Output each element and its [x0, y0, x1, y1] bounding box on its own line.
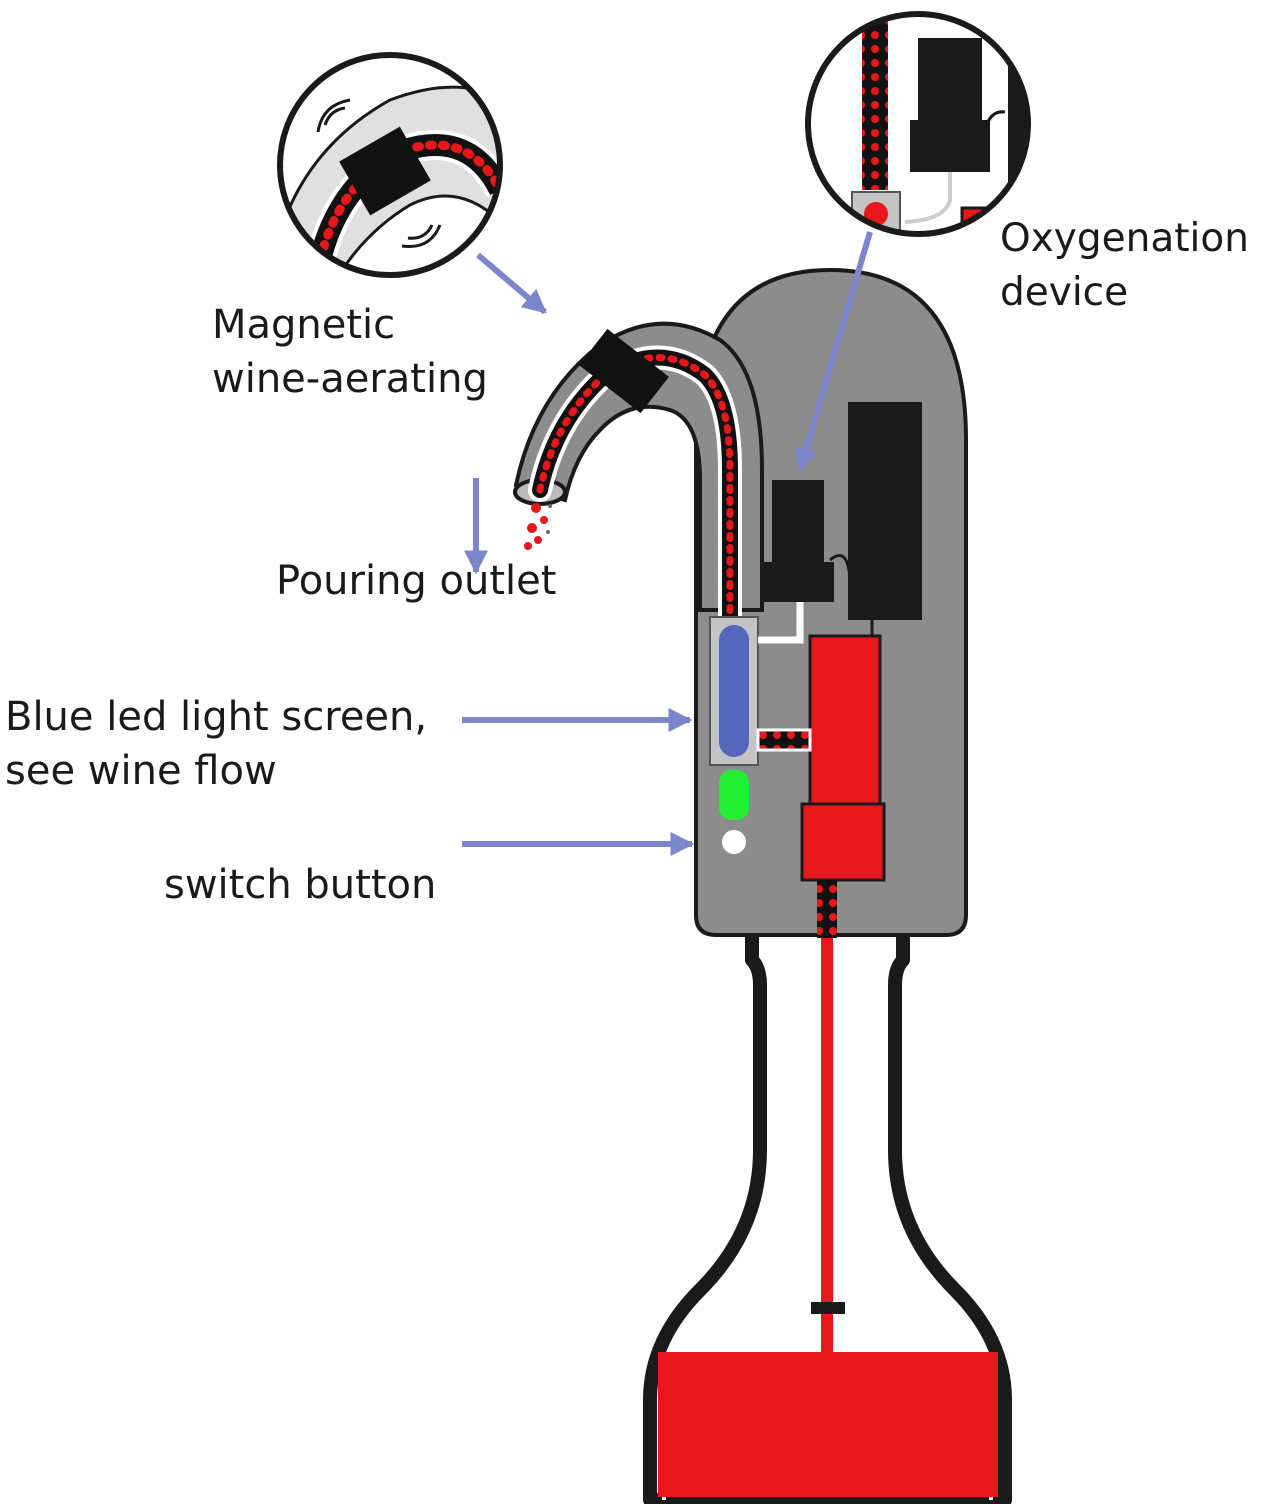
aerator-body: [513, 267, 968, 938]
wine-pump: [800, 802, 886, 882]
wine-bottle: [643, 935, 1012, 1504]
magnet-band: [579, 328, 669, 414]
wine-drops: [524, 503, 552, 550]
label-pouring-line: Pouring outlet: [276, 558, 557, 604]
arrow-oxygenation: [794, 231, 873, 473]
blue-led-light-screen: [719, 625, 749, 757]
label-blue-led-line2: see wine flow: [5, 748, 277, 794]
callout-arrows: [462, 231, 873, 856]
battery-block: [848, 402, 922, 620]
magnetic-inset: [277, 52, 503, 278]
inset-pump-wire: [983, 110, 1006, 131]
arrow-magnetic: [476, 252, 547, 315]
inset-column-frame: [888, 14, 894, 190]
connector-channel: [756, 728, 812, 752]
label-oxygenation-line2: device: [1000, 270, 1129, 315]
label-oxygenation-device: Oxygenation device: [1000, 212, 1249, 320]
wine-in-bottle: [658, 1352, 998, 1497]
label-switch-line: switch button: [164, 862, 437, 908]
tube-stopper: [811, 1302, 845, 1314]
label-blue-led-screen: Blue led light screen, see wine flow: [5, 690, 427, 798]
switch-button[interactable]: [722, 830, 746, 854]
label-oxygenation-line1: Oxygenation: [1000, 216, 1249, 261]
inset-wine-column: [862, 14, 888, 190]
label-blue-led-line1: Blue led light screen,: [5, 694, 428, 740]
label-switch-button: switch button: [164, 858, 436, 912]
inset-pump-base: [910, 120, 990, 172]
oxygenation-pump-base: [762, 562, 834, 602]
label-pouring-outlet: Pouring outlet: [276, 554, 556, 608]
inset-pump-top: [918, 38, 982, 128]
label-magnetic-line2: wine-aerating: [212, 356, 488, 402]
air-line: [758, 602, 804, 644]
inset-air-line: [904, 172, 952, 224]
inset-magnet-band: [339, 126, 431, 216]
green-led-indicator: [719, 770, 749, 820]
label-magnetic-wine-aerating: Magnetic wine-aerating: [212, 298, 488, 406]
magnetic-wave-icon: [316, 98, 442, 249]
suction-tube: [821, 935, 833, 1355]
intake-channel: [817, 880, 837, 938]
label-magnetic-line1: Magnetic: [212, 302, 396, 348]
oxygenation-pump-top: [772, 480, 824, 570]
spout-wine-beads: [536, 354, 734, 624]
pump-wire: [829, 554, 852, 581]
wine-chamber: [808, 634, 882, 813]
